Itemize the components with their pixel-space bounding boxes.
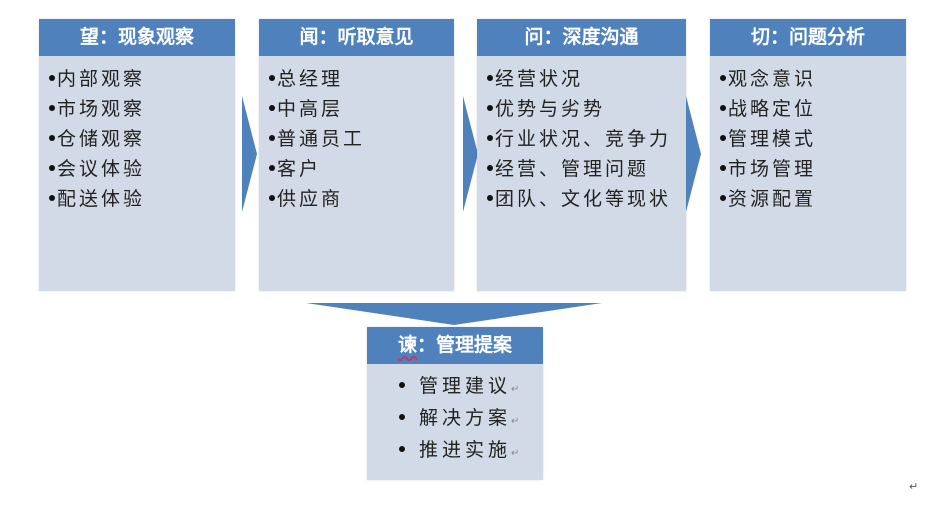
bullet-icon bbox=[487, 194, 493, 201]
list-item: 管理模式 bbox=[720, 124, 906, 154]
bullet-icon bbox=[49, 194, 55, 201]
paragraph-mark-icon: ↵ bbox=[511, 416, 520, 427]
bullet-icon bbox=[269, 104, 275, 111]
bullet-icon bbox=[487, 164, 493, 171]
box-title: 谏：管理提案 bbox=[367, 327, 543, 364]
bullet-icon bbox=[49, 164, 55, 171]
bullet-icon bbox=[399, 381, 405, 388]
bullet-icon bbox=[720, 134, 726, 141]
list-item: 普通员工 bbox=[269, 124, 454, 154]
box-jian: 谏：管理提案 管理建议↵ 解决方案↵ 推进实施↵ bbox=[367, 327, 543, 480]
list-item: 经营、管理问题 bbox=[487, 154, 686, 184]
item-list: 总经理 中高层 普通员工 客户 供应商 bbox=[259, 56, 454, 214]
paragraph-mark-icon: ↵ bbox=[511, 384, 520, 395]
bullet-icon bbox=[49, 104, 55, 111]
bullet-icon bbox=[487, 104, 493, 111]
list-item: 经营状况 bbox=[487, 64, 686, 94]
box-wang: 望：现象观察 内部观察 市场观察 仓储观察 会议体验 配送体验 bbox=[39, 19, 235, 291]
bullet-icon bbox=[720, 74, 726, 81]
spellcheck-underlined-char: 谏 bbox=[397, 334, 417, 356]
box-title: 望：现象观察 bbox=[39, 19, 235, 56]
right-arrow-icon bbox=[463, 96, 478, 212]
box-wen-listen: 闻：听取意见 总经理 中高层 普通员工 客户 供应商 bbox=[259, 19, 454, 291]
list-item: 中高层 bbox=[269, 94, 454, 124]
item-list: 内部观察 市场观察 仓储观察 会议体验 配送体验 bbox=[39, 56, 235, 214]
list-item: 市场管理 bbox=[720, 154, 906, 184]
list-item: 客户 bbox=[269, 154, 454, 184]
bullet-icon bbox=[49, 74, 55, 81]
bullet-icon bbox=[49, 134, 55, 141]
list-item: 资源配置 bbox=[720, 184, 906, 214]
bullet-icon bbox=[487, 74, 493, 81]
list-item: 会议体验 bbox=[49, 154, 235, 184]
box-qie: 切：问题分析 观念意识 战略定位 管理模式 市场管理 资源配置 bbox=[710, 19, 906, 291]
right-arrow-icon bbox=[242, 96, 257, 212]
right-arrow-icon bbox=[686, 96, 701, 212]
down-arrow-icon bbox=[306, 303, 602, 325]
box-title: 切：问题分析 bbox=[710, 19, 906, 56]
item-list: 经营状况 优势与劣势 行业状况、竞争力 经营、管理问题 团队、文化等现状 bbox=[477, 56, 686, 214]
item-list: 观念意识 战略定位 管理模式 市场管理 资源配置 bbox=[710, 56, 906, 214]
list-item: 仓储观察 bbox=[49, 124, 235, 154]
bullet-icon bbox=[269, 134, 275, 141]
list-item: 供应商 bbox=[269, 184, 454, 214]
list-item: 团队、文化等现状 bbox=[487, 184, 686, 214]
list-item: 优势与劣势 bbox=[487, 94, 686, 124]
paragraph-mark-icon: ↵ bbox=[909, 480, 919, 493]
bullet-icon bbox=[269, 74, 275, 81]
bullet-icon bbox=[720, 104, 726, 111]
paragraph-mark-icon: ↵ bbox=[511, 448, 520, 459]
list-item: 推进实施↵ bbox=[399, 434, 543, 466]
bullet-icon bbox=[720, 194, 726, 201]
list-item: 管理建议↵ bbox=[399, 370, 543, 402]
list-item: 内部观察 bbox=[49, 64, 235, 94]
list-item: 配送体验 bbox=[49, 184, 235, 214]
list-item: 行业状况、竞争力 bbox=[487, 124, 686, 154]
list-item: 解决方案↵ bbox=[399, 402, 543, 434]
item-list: 管理建议↵ 解决方案↵ 推进实施↵ bbox=[367, 364, 543, 466]
bullet-icon bbox=[269, 194, 275, 201]
bullet-icon bbox=[269, 164, 275, 171]
list-item: 市场观察 bbox=[49, 94, 235, 124]
box-title: 闻：听取意见 bbox=[259, 19, 454, 56]
list-item: 战略定位 bbox=[720, 94, 906, 124]
box-wen-ask: 问：深度沟通 经营状况 优势与劣势 行业状况、竞争力 经营、管理问题 团队、文化… bbox=[477, 19, 686, 291]
list-item: 总经理 bbox=[269, 64, 454, 94]
list-item: 观念意识 bbox=[720, 64, 906, 94]
bullet-icon bbox=[399, 445, 405, 452]
bullet-icon bbox=[487, 134, 493, 141]
bullet-icon bbox=[399, 413, 405, 420]
box-title: 问：深度沟通 bbox=[477, 19, 686, 56]
bullet-icon bbox=[720, 164, 726, 171]
